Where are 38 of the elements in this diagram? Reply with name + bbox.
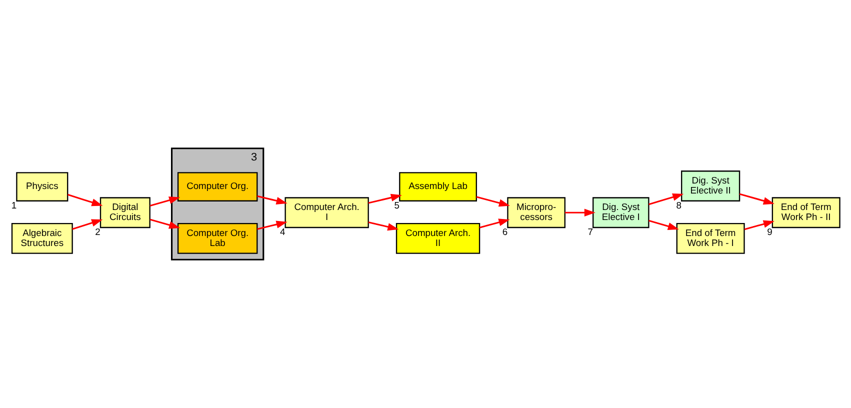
node-label: 5 [394, 199, 400, 210]
arrow [368, 194, 402, 204]
arrow [744, 220, 774, 230]
arrow [368, 221, 399, 231]
arrow [257, 220, 288, 230]
arrow [739, 193, 774, 205]
node-label: 2 [95, 226, 100, 238]
cluster [170, 148, 264, 260]
node-box: Micropro- cessors [507, 197, 566, 228]
node-label: 8 [676, 199, 682, 210]
node-box: Computer Org. [177, 172, 258, 202]
node-label: 6 [502, 226, 508, 238]
arrow [479, 218, 510, 228]
node-box: End of Term Work Ph - II [772, 197, 840, 228]
node-box: Assembly Lab [399, 172, 477, 202]
arrow [150, 196, 180, 206]
node-box: Computer Arch. II [396, 223, 480, 254]
node-label: 9 [767, 226, 772, 238]
arrow [257, 195, 288, 204]
node-box: Computer Arch. I [284, 197, 369, 228]
arrow [68, 194, 103, 206]
node-label: 1 [11, 199, 17, 210]
arrow [564, 208, 596, 216]
node-box: Dig. Syst Elective II [681, 170, 740, 202]
node-box: Dig. Syst Elective I [592, 197, 650, 228]
node-box: Digital Circuits [100, 197, 150, 228]
node-label: 3 [250, 151, 258, 164]
arrow [476, 196, 510, 207]
arrow [648, 220, 679, 230]
node-box: Physics [16, 172, 68, 202]
arrow [150, 218, 180, 229]
arrow [72, 219, 103, 230]
node-box: Algebraic Structures [11, 223, 73, 254]
arrow [648, 193, 684, 206]
node-box: Computer Org. Lab [177, 223, 258, 254]
node-label: 4 [280, 226, 286, 238]
node-box: End of Term Work Ph - I [676, 223, 745, 254]
node-label: 7 [588, 226, 593, 238]
